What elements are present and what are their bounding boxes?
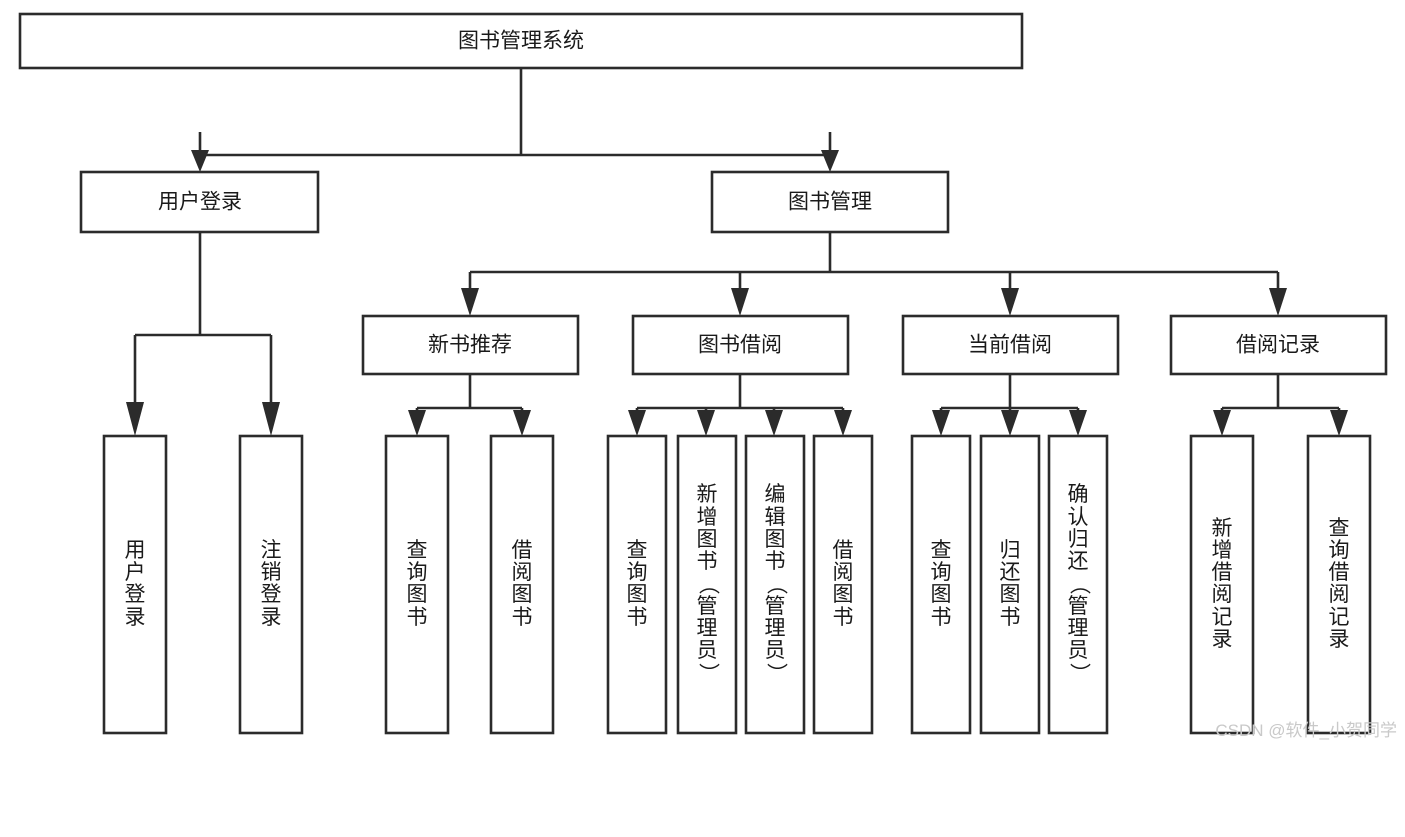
arrowhead-level3-currentborrow (1001, 288, 1019, 316)
node-new-book-recommend-label: 新书推荐 (428, 334, 512, 357)
arrowhead-userlogin-leaf-2 (262, 402, 280, 436)
arrowhead-borrowrecord-leaf-1 (1213, 410, 1231, 436)
arrowhead-currentborrow-leaf-2 (1001, 410, 1019, 436)
leaf-box-book-borrow-3[interactable] (812, 434, 874, 735)
arrowhead-borrowrecord-leaf-2 (1330, 410, 1348, 436)
label-layer: 图书管理系统 用户登录 图书管理 新书推荐 图书借阅 当前借阅 借阅记录 (158, 30, 1320, 357)
arrowhead-newbook-leaf-1 (408, 410, 426, 436)
leaf-box-book-borrow-1[interactable] (676, 434, 738, 735)
node-root-box[interactable] (18, 12, 1024, 70)
node-book-manage-label: 图书管理 (788, 191, 872, 214)
arrowhead-layer (126, 150, 1348, 436)
arrowhead-bookborrow-leaf-2 (697, 410, 715, 436)
arrowhead-userlogin-leaf-1 (126, 402, 144, 436)
leaf-box-current-borrow-0[interactable] (910, 434, 972, 735)
arrowhead-level3-bookborrow (731, 288, 749, 316)
node-borrow-record-box[interactable] (1169, 314, 1388, 376)
leaf-box-new-book-recommend-0[interactable] (384, 434, 450, 735)
tree-diagram-svg: 图书管理系统 用户登录 图书管理 新书推荐 图书借阅 当前借阅 借阅记录 (18, 12, 1388, 735)
node-book-borrow-box[interactable] (631, 314, 850, 376)
leaf-box-book-borrow-2[interactable] (744, 434, 806, 735)
node-user-login-box[interactable] (79, 170, 320, 234)
node-root-label: 图书管理系统 (458, 30, 584, 53)
leaf-box-current-borrow-1[interactable] (979, 434, 1041, 735)
node-book-manage-box[interactable] (710, 170, 950, 234)
arrowhead-currentborrow-leaf-1 (932, 410, 950, 436)
arrowhead-level3-newbook (461, 288, 479, 316)
node-borrow-record-label: 借阅记录 (1236, 334, 1320, 357)
leaf-box-book-borrow-0[interactable] (606, 434, 668, 735)
arrowhead-bookmanage (821, 150, 839, 172)
node-user-login-label: 用户登录 (158, 191, 242, 214)
box-layer (18, 12, 1388, 735)
node-new-book-recommend-box[interactable] (361, 314, 580, 376)
leaf-box-borrow-record-0[interactable] (1189, 434, 1255, 735)
leaf-box-user-login-1[interactable] (238, 434, 304, 735)
leaf-box-user-login-0[interactable] (102, 434, 168, 735)
arrowhead-bookborrow-leaf-3 (765, 410, 783, 436)
node-book-borrow-label: 图书借阅 (698, 334, 782, 357)
arrowhead-bookborrow-leaf-1 (628, 410, 646, 436)
arrowhead-bookborrow-leaf-4 (834, 410, 852, 436)
node-current-borrow-box[interactable] (901, 314, 1120, 376)
leaf-box-current-borrow-2[interactable] (1047, 434, 1109, 735)
arrowhead-level3-borrowrecord (1269, 288, 1287, 316)
node-current-borrow-label: 当前借阅 (968, 334, 1052, 357)
leaf-box-new-book-recommend-1[interactable] (489, 434, 555, 735)
diagram-canvas: 图书管理系统 用户登录 图书管理 新书推荐 图书借阅 当前借阅 借阅记录 用户登… (18, 12, 1397, 740)
arrowhead-currentborrow-leaf-3 (1069, 410, 1087, 436)
arrowhead-userlogin (191, 150, 209, 172)
arrowhead-newbook-leaf-2 (513, 410, 531, 436)
leaf-box-borrow-record-1[interactable] (1306, 434, 1372, 735)
